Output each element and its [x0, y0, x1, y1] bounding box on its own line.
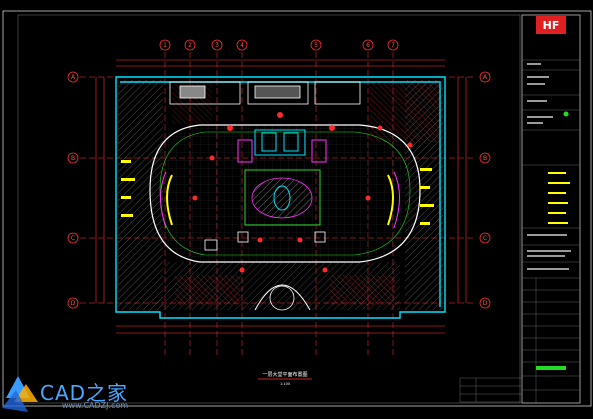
- title-block: HF: [521, 14, 581, 404]
- entrance-arc: [254, 284, 311, 311]
- lower-red-fixtures: [175, 275, 395, 305]
- grid-bubbles-top: [159, 39, 399, 51]
- central-medallion-core: [273, 185, 291, 211]
- entrance-circle: [269, 285, 295, 311]
- yellow-labels: [121, 160, 434, 225]
- grid-label-left: B: [71, 155, 75, 162]
- dimension-lines: [95, 59, 467, 334]
- left-curved-panel-mag: [160, 171, 167, 229]
- right-curved-panel: [387, 174, 394, 226]
- grid-bubbles-side: [67, 71, 491, 309]
- cad-logo-icon: [2, 376, 38, 412]
- right-curved-panel-mag: [393, 171, 400, 229]
- grid-labels-side: A B C D A B C D: [71, 74, 488, 307]
- watermark: [2, 376, 38, 412]
- grid-label-right: C: [483, 235, 487, 242]
- central-carpet: [244, 169, 321, 226]
- watermark-brand: CAD之家: [40, 381, 129, 405]
- status-dot: [563, 111, 569, 117]
- green-bar: [536, 366, 566, 370]
- grid-label-right: A: [483, 74, 488, 81]
- drawing-frame: [2, 10, 592, 407]
- drawing-title: 一层大堂平面布置图: [262, 371, 307, 378]
- fixtures: [192, 112, 413, 273]
- logo-text: HF: [543, 19, 560, 32]
- grid-label-top: 6: [366, 42, 370, 49]
- grid-label-left: D: [71, 300, 76, 307]
- central-medallion: [251, 177, 313, 219]
- small-squares: [204, 231, 326, 251]
- grid-label-left: C: [71, 235, 75, 242]
- grid-label-top: 3: [215, 42, 219, 49]
- reception-block: [237, 129, 327, 163]
- drawing-scale: 1:100: [280, 382, 290, 386]
- grid-label-right: B: [483, 155, 487, 162]
- grid-label-top: 7: [391, 42, 395, 49]
- drawing-inner-frame: [17, 14, 521, 404]
- grid-label-left: A: [71, 74, 76, 81]
- top-rooms: [169, 81, 361, 105]
- grid-label-top: 4: [240, 42, 244, 49]
- logo-mark: [536, 16, 566, 34]
- lobby-oval-inner: [159, 131, 411, 256]
- left-curved-panel: [166, 174, 173, 226]
- watermark-url: www.CADZJ.com: [62, 401, 129, 410]
- grid-label-top: 2: [188, 42, 192, 49]
- revision-table: [459, 377, 523, 403]
- grid-label-top: 1: [163, 42, 167, 49]
- grid-label-top: 5: [314, 42, 318, 49]
- grid-labels-top: 1 2 3 4 5 6 7: [163, 42, 395, 49]
- grid-label-right: D: [483, 300, 488, 307]
